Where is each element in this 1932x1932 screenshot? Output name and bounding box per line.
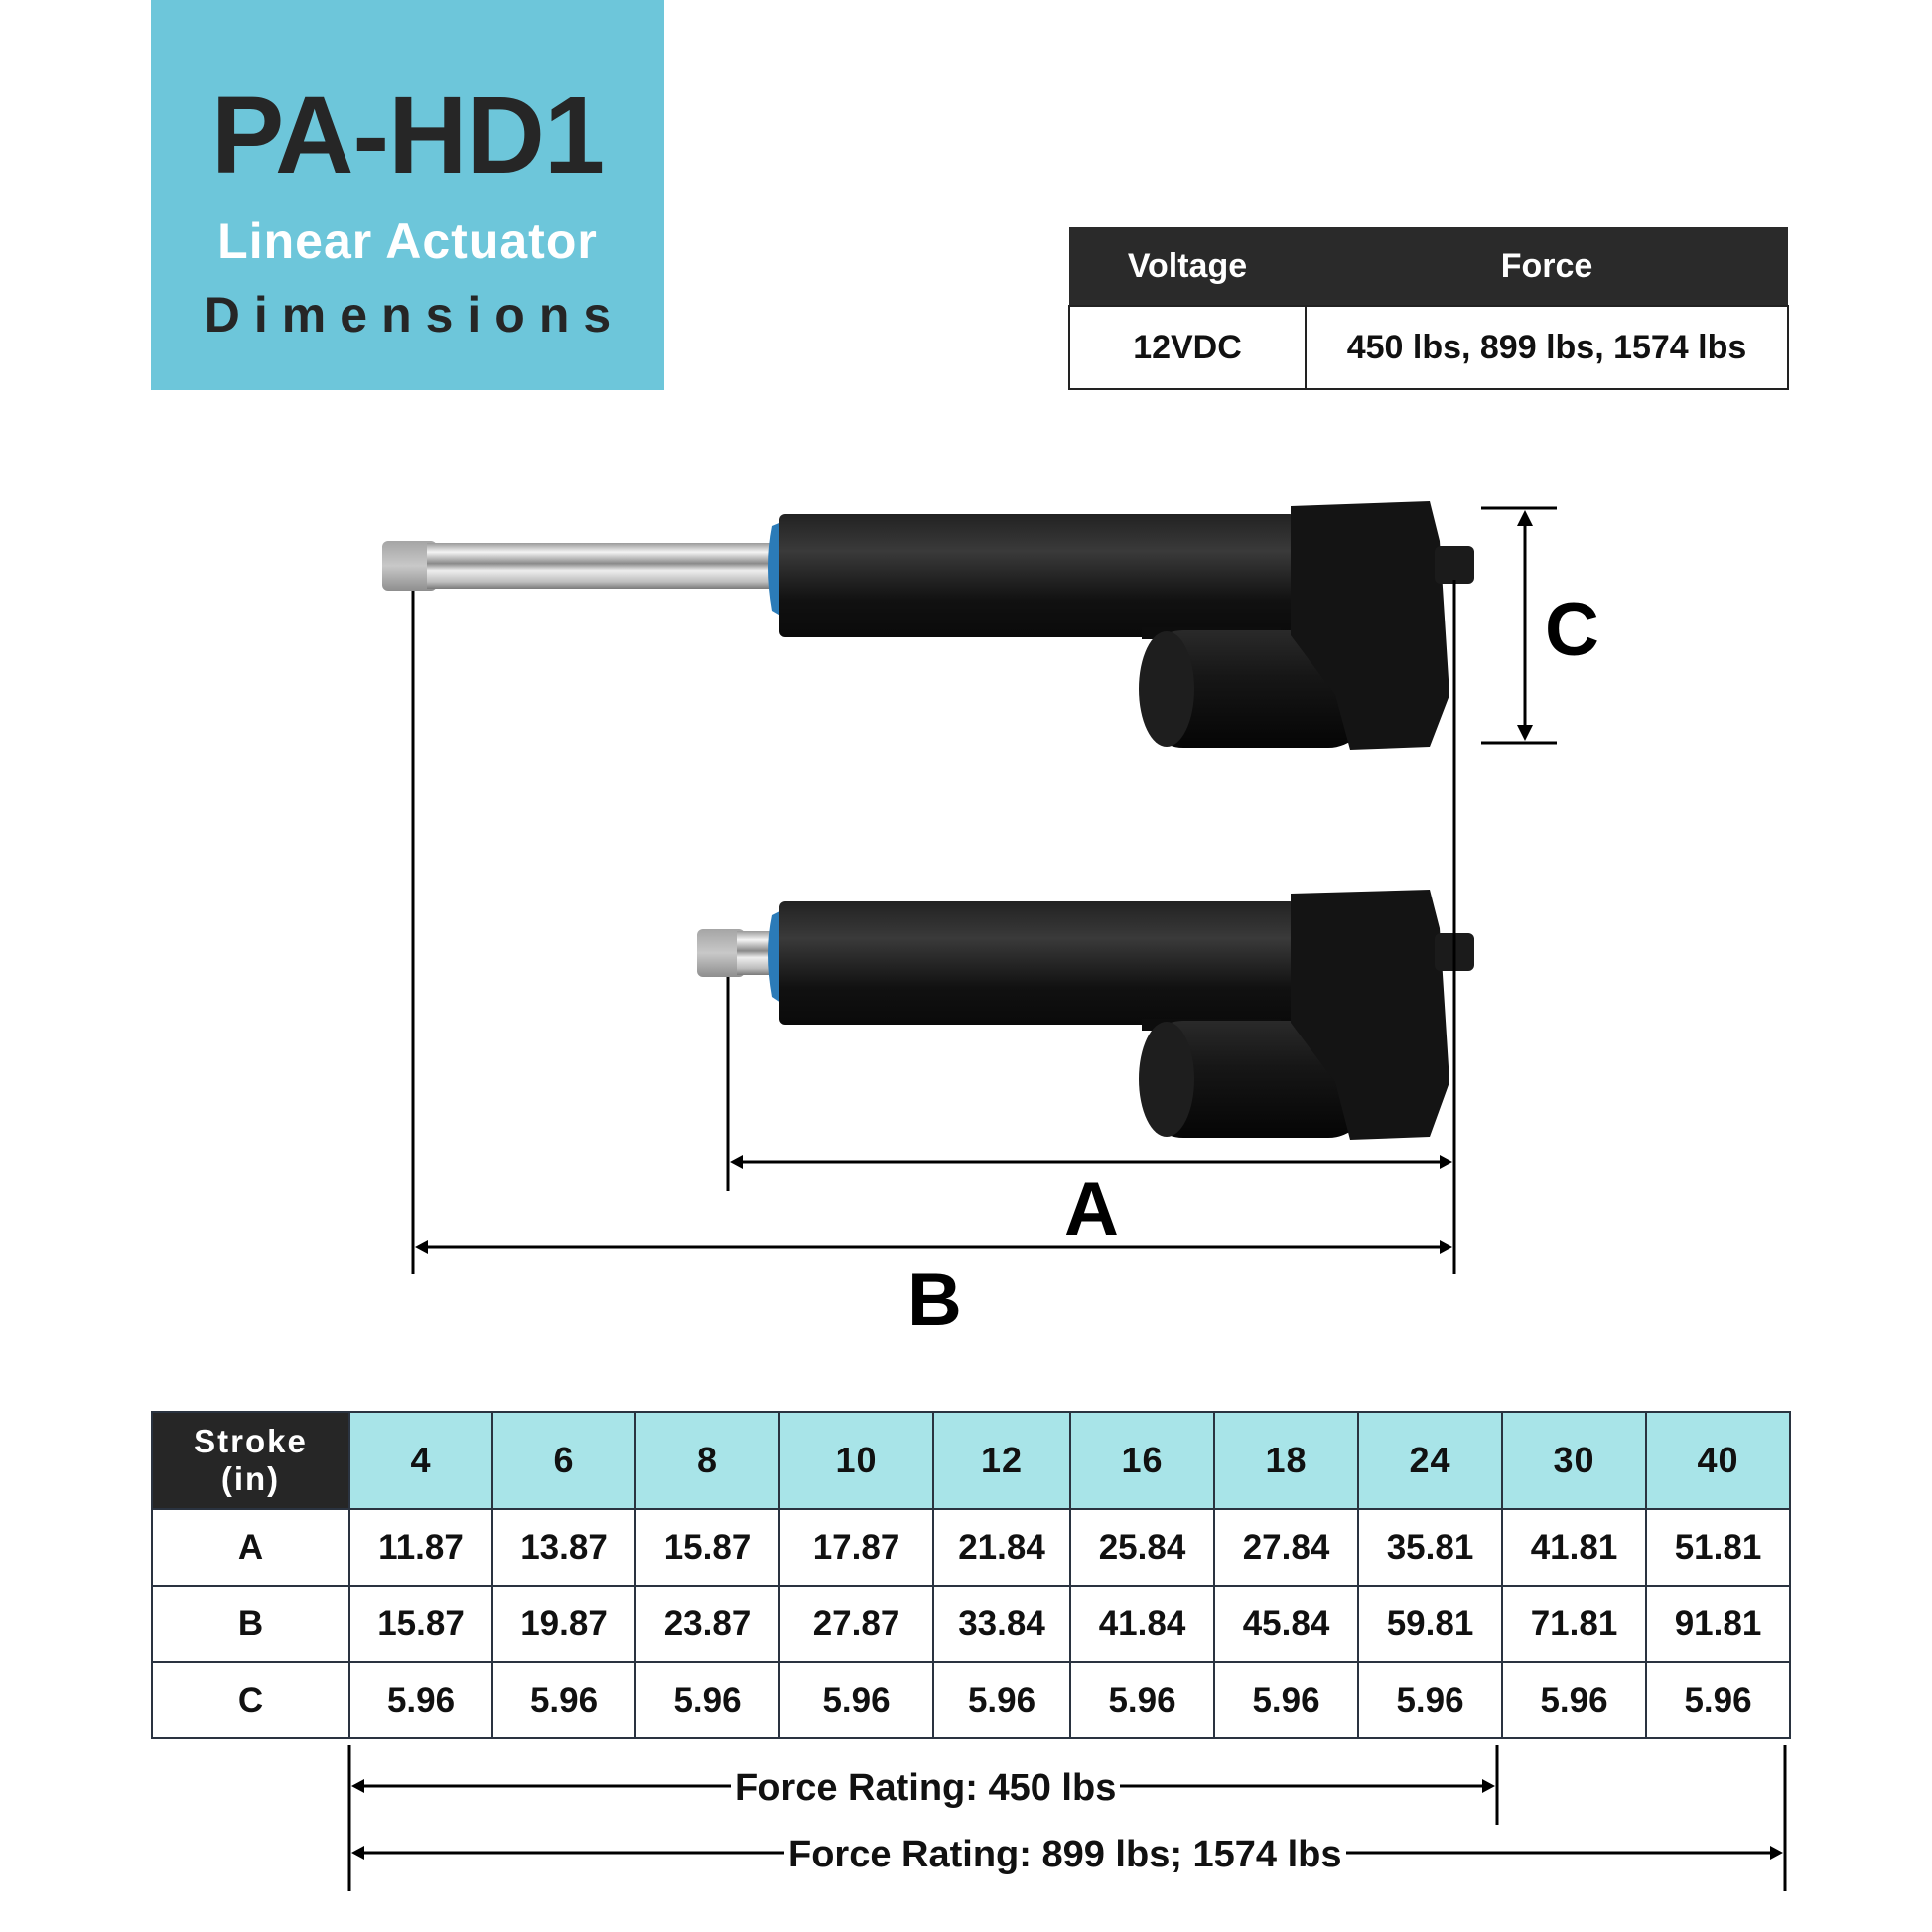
table-cell: 35.81 xyxy=(1357,1508,1503,1587)
table-cell: 45.84 xyxy=(1213,1585,1359,1663)
force-rating-899-1574-label: Force Rating: 899 lbs; 1574 lbs xyxy=(784,1836,1346,1873)
table-cell: 91.81 xyxy=(1645,1585,1791,1663)
table-cell: 71.81 xyxy=(1501,1585,1647,1663)
table-cell: 5.96 xyxy=(778,1661,934,1739)
dimensions-table: Stroke (in) 4 6 8 10 12 16 18 24 30 40 A… xyxy=(151,1411,1791,1739)
stroke-col-header: 12 xyxy=(932,1411,1071,1510)
table-cell: 5.96 xyxy=(491,1661,636,1739)
table-row-a: A 11.87 13.87 15.87 17.87 21.84 25.84 27… xyxy=(151,1508,1791,1587)
stroke-label: Stroke xyxy=(194,1423,308,1460)
table-cell: 27.87 xyxy=(778,1585,934,1663)
force-value: 450 lbs, 899 lbs, 1574 lbs xyxy=(1305,305,1789,390)
table-cell: 15.87 xyxy=(348,1585,493,1663)
voltage-value: 12VDC xyxy=(1068,305,1307,390)
table-cell: 27.84 xyxy=(1213,1508,1359,1587)
stroke-col-header: 16 xyxy=(1069,1411,1215,1510)
row-label: B xyxy=(151,1585,350,1663)
force-header: Force xyxy=(1306,227,1788,306)
table-cell: 5.96 xyxy=(932,1661,1071,1739)
title-block: PA-HD1 Linear Actuator Dimensions xyxy=(151,0,664,390)
table-cell: 19.87 xyxy=(491,1585,636,1663)
spec-table: Voltage Force 12VDC 450 lbs, 899 lbs, 15… xyxy=(1068,227,1789,390)
stroke-col-header: 10 xyxy=(778,1411,934,1510)
table-cell: 33.84 xyxy=(932,1585,1071,1663)
row-label: A xyxy=(151,1508,350,1587)
table-row-c: C 5.96 5.96 5.96 5.96 5.96 5.96 5.96 5.9… xyxy=(151,1661,1791,1739)
voltage-header: Voltage xyxy=(1069,227,1306,306)
table-row-b: B 15.87 19.87 23.87 27.87 33.84 41.84 45… xyxy=(151,1585,1791,1663)
dimension-c-label: C xyxy=(1545,588,1599,672)
model-title: PA-HD1 xyxy=(210,74,605,197)
stroke-header: Stroke (in) xyxy=(151,1411,350,1510)
table-cell: 23.87 xyxy=(634,1585,780,1663)
stroke-col-header: 8 xyxy=(634,1411,780,1510)
table-cell: 5.96 xyxy=(1069,1661,1215,1739)
table-cell: 51.81 xyxy=(1645,1508,1791,1587)
dimensions-subtitle: Dimensions xyxy=(204,287,625,343)
stroke-col-header: 4 xyxy=(348,1411,493,1510)
stroke-col-header: 6 xyxy=(491,1411,636,1510)
stroke-col-header: 30 xyxy=(1501,1411,1647,1510)
dimension-lines xyxy=(347,506,1787,1891)
table-cell: 13.87 xyxy=(491,1508,636,1587)
table-cell: 17.87 xyxy=(778,1508,934,1587)
stroke-col-header: 18 xyxy=(1213,1411,1359,1510)
stroke-col-header: 40 xyxy=(1645,1411,1791,1510)
spec-row: 12VDC 450 lbs, 899 lbs, 1574 lbs xyxy=(1068,305,1789,390)
stroke-col-header: 24 xyxy=(1357,1411,1503,1510)
table-cell: 59.81 xyxy=(1357,1585,1503,1663)
table-cell: 41.81 xyxy=(1501,1508,1647,1587)
dimension-a-label: A xyxy=(1064,1168,1119,1252)
spec-header-row: Voltage Force xyxy=(1069,227,1788,306)
dimension-b-label: B xyxy=(907,1258,962,1342)
table-cell: 5.96 xyxy=(1213,1661,1359,1739)
table-cell: 25.84 xyxy=(1069,1508,1215,1587)
force-rating-450-label: Force Rating: 450 lbs xyxy=(731,1769,1121,1807)
table-cell: 5.96 xyxy=(1357,1661,1503,1739)
table-cell: 21.84 xyxy=(932,1508,1071,1587)
actuator-extended-image xyxy=(382,501,1474,750)
actuator-retracted-image xyxy=(697,890,1474,1140)
table-cell: 5.96 xyxy=(634,1661,780,1739)
product-subtitle: Linear Actuator xyxy=(217,213,598,269)
arrowheads xyxy=(351,510,1783,1860)
table-cell: 5.96 xyxy=(1645,1661,1791,1739)
table-cell: 5.96 xyxy=(348,1661,493,1739)
row-label: C xyxy=(151,1661,350,1739)
table-cell: 11.87 xyxy=(348,1508,493,1587)
table-cell: 15.87 xyxy=(634,1508,780,1587)
stroke-unit: (in) xyxy=(220,1460,281,1497)
stroke-header-row: Stroke (in) 4 6 8 10 12 16 18 24 30 40 xyxy=(151,1411,1791,1510)
table-cell: 41.84 xyxy=(1069,1585,1215,1663)
table-cell: 5.96 xyxy=(1501,1661,1647,1739)
